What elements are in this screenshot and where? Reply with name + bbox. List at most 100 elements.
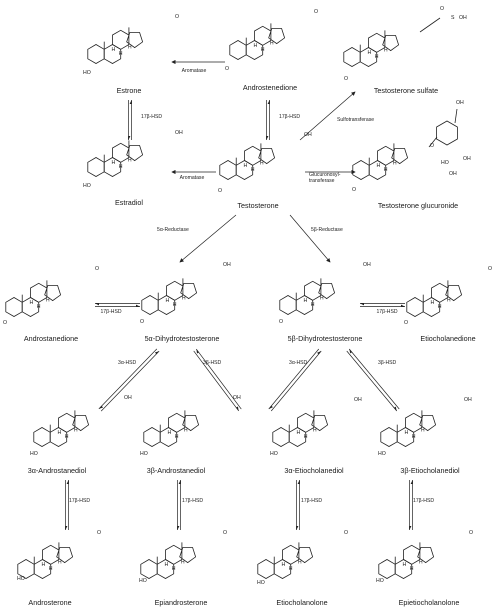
hsd17b-label-col1: 17β-HSD — [69, 498, 90, 504]
dht-5a-17-hydroxy: OH — [223, 262, 231, 268]
aromatase-label-bottom: Aromatase — [180, 175, 205, 181]
etiocholanedione-3-oxo: O — [404, 320, 408, 326]
hsd17b-label-col4: 17β-HSD — [413, 498, 434, 504]
androstanedione-structure-stereo-h-1: H — [46, 297, 50, 303]
dht-5a-structure-ring-a — [141, 295, 159, 315]
testosterone-17-hydroxy: OH — [304, 132, 312, 138]
etiocholanedione-label: Etiocholanedione — [420, 334, 475, 343]
epietiocholanolone-17-oxo: O — [469, 530, 473, 536]
testosterone-glucuronide-structure-stereo-h-2: H — [377, 163, 381, 169]
epietiocholanolone-structure-ring-a — [378, 559, 396, 579]
androsterone-17-oxo: O — [97, 530, 101, 536]
dht-5b-label: 5β-Dihydrotestosterone — [288, 334, 363, 343]
androstenedione-structure-stereo-h-2: H — [254, 43, 258, 49]
testosterone-3-oxo: O — [218, 188, 222, 194]
etiocholanediol-3a-structure-ring-a — [272, 427, 290, 447]
testosterone-structure-stereo-h-0: H — [251, 167, 255, 173]
androstanedione-17-oxo: O — [95, 266, 99, 272]
estrone-structure-stereo-h-2: H — [112, 47, 116, 53]
testosterone-glucuronide-label: Testosterone glucuronide — [378, 201, 458, 210]
testosterone-sulfate-structure-stereo-h-0: H — [375, 54, 379, 60]
androstanedione-label: Androstanedione — [24, 334, 78, 343]
reductase-5a-label: 5α-Reductase — [157, 227, 189, 233]
etiocholanediol-3a-17-hydroxy: OH — [354, 397, 362, 403]
epietiocholanolone-label: Epietiocholanolone — [399, 598, 460, 607]
sulfate-sulfur: S — [451, 15, 455, 21]
androstanedione-structure-ring-a — [5, 297, 23, 317]
testosterone-glucuronide-structure-ring-a — [352, 160, 370, 180]
androstenedione-17-oxo: O — [314, 9, 318, 15]
etiocholanediol-3a-structure-stereo-h-0: H — [304, 434, 308, 440]
testosterone-structure-stereo-h-2: H — [244, 163, 248, 169]
estradiol-structure-stereo-h-1: H — [128, 157, 132, 163]
arrow-dht-5a-androstanediol-3b-reverse — [195, 348, 242, 410]
androstenedione-structure-ring-a — [229, 40, 247, 60]
dht-5a-structure-stereo-h-2: H — [166, 298, 170, 304]
hsd17b-label-testosterone: 17β-HSD — [279, 114, 300, 120]
etiocholanediol-3a-structure-stereo-h-2: H — [297, 430, 301, 436]
etiocholanediol-3b-structure-stereo-h-1: H — [421, 427, 425, 433]
etiocholanediol-3b-17-hydroxy: OH — [464, 397, 472, 403]
hsd17b-label-col2: 17β-HSD — [182, 498, 203, 504]
etiocholanediol-3b-structure-stereo-h-2: H — [405, 430, 409, 436]
estrone-structure-stereo-h-0: H — [119, 51, 123, 57]
glucuronide-ho-1: HO — [441, 160, 449, 166]
arrow-dht-5a-androstanediol-3a-reverse — [100, 350, 160, 412]
etiocholanedione-structure-stereo-h-1: H — [447, 297, 451, 303]
androstanediol-3a-structure-stereo-h-1: H — [74, 427, 78, 433]
hsd17b-label-androstanedione: 17β-HSD — [100, 309, 121, 315]
hsd17b-label-estrone: 17β-HSD — [141, 114, 162, 120]
etiocholanediol-3b-3-hydroxy: HO — [378, 451, 386, 457]
epiandrosterone-structure-stereo-h-2: H — [165, 562, 169, 568]
hsd3b-label-right: 3β-HSD — [378, 360, 397, 366]
etiocholanedione-structure-stereo-h-2: H — [431, 300, 435, 306]
glucuronic-acid-ring — [436, 120, 458, 146]
etiocholanedione-17-oxo: O — [488, 266, 492, 272]
testosterone-structure-stereo-h-1: H — [260, 160, 264, 166]
dht-5b-structure-ring-a — [279, 295, 297, 315]
reductase-5b-label: 5β-Reductase — [311, 227, 343, 233]
androstanedione-3-oxo: O — [3, 320, 7, 326]
androstanediol-3a-17-hydroxy: OH — [124, 395, 132, 401]
estrone-17-oxo: O — [175, 14, 179, 20]
testosterone-glucuronide-structure-stereo-h-1: H — [393, 160, 397, 166]
androstanedione-structure-stereo-h-2: H — [30, 300, 34, 306]
epiandrosterone-structure-ring-a — [140, 559, 158, 579]
androsterone-3-hydroxy: HO — [17, 576, 25, 582]
estradiol-label: Estradiol — [115, 198, 143, 207]
androstanediol-3a-structure-ring-a — [33, 427, 51, 447]
arrow-testosterone-to-dht-5b — [289, 214, 331, 263]
estrone-3-hydroxy: HO — [83, 70, 91, 76]
etiocholanolone-17-oxo: O — [344, 530, 348, 536]
dht-5b-structure-stereo-h-1: H — [320, 295, 324, 301]
arrow-dht-5b-etiocholanediol-3b-reverse — [348, 348, 400, 410]
androstenedione-label: Androstenedione — [243, 83, 297, 92]
testosterone-sulfate-structure-stereo-h-2: H — [368, 50, 372, 56]
etiocholanolone-3-hydroxy: HO — [257, 580, 265, 586]
hsd17b-label-col3: 17β-HSD — [301, 498, 322, 504]
dht-5a-structure-stereo-h-1: H — [182, 295, 186, 301]
estradiol-structure-stereo-h-0: H — [119, 164, 123, 170]
etiocholanediol-3b-structure-ring-a — [380, 427, 398, 447]
arrow-dht-5b-etiocholanediol-3a-forward — [268, 348, 320, 410]
testosterone-sulfate-structure-ring-a — [343, 47, 361, 67]
androstanediol-3b-label: 3β-Androstanediol — [147, 466, 206, 475]
androsterone-label: Androsterone — [28, 598, 71, 607]
androstanediol-3b-17-hydroxy: OH — [233, 395, 241, 401]
epietiocholanolone-structure-stereo-h-0: H — [410, 566, 414, 572]
epietiocholanolone-structure-stereo-h-1: H — [419, 559, 423, 565]
etiocholanedione-structure-stereo-h-0: H — [438, 304, 442, 310]
androstanediol-3b-structure-stereo-h-1: H — [184, 427, 188, 433]
glucuronosyltransferase-label-2: transferase — [309, 178, 335, 184]
androsterone-structure-stereo-h-1: H — [58, 559, 62, 565]
androsterone-structure-stereo-h-2: H — [42, 562, 46, 568]
glucuronide-link-bond — [428, 136, 438, 148]
aromatase-label-top: Aromatase — [182, 68, 207, 74]
etiocholanolone-structure-stereo-h-0: H — [289, 566, 293, 572]
dht-5a-3-oxo: O — [140, 319, 144, 325]
androstenedione-structure-stereo-h-1: H — [270, 40, 274, 46]
epiandrosterone-structure-stereo-h-0: H — [172, 566, 176, 572]
sulfate-hydroxy: OH — [459, 15, 467, 21]
